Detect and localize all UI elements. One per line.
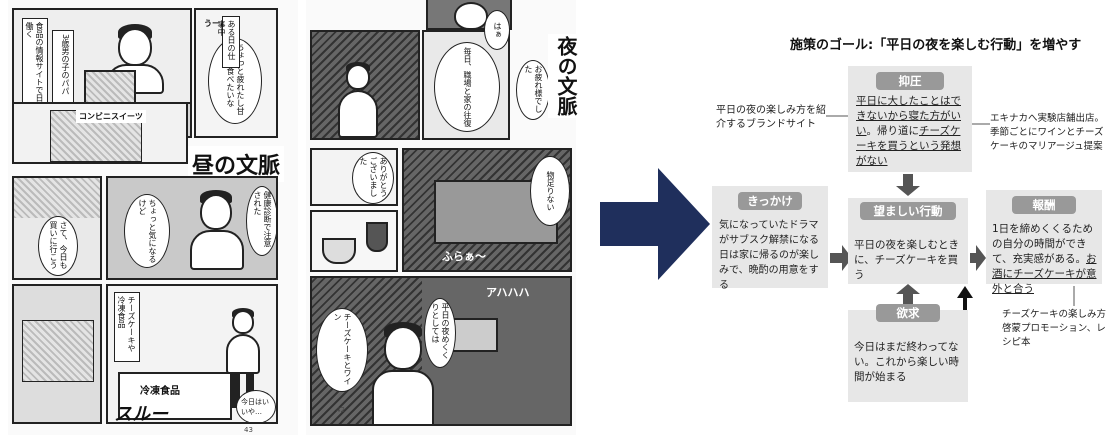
panel-walk: さて、今日も買いに行こう xyxy=(12,176,102,280)
laptop xyxy=(84,70,136,104)
manga-page-night: ある日の仕事中 毎日、職場と家の往復 はぁ お疲れ様でした 夜の文脈 ありがとう… xyxy=(217,0,585,435)
relaxing-worker xyxy=(372,322,434,424)
caption-time: ある日の仕事中 xyxy=(217,16,240,68)
sfx-mutter: うーん xyxy=(204,18,228,29)
bubble-wine: チーズケーキとワイン xyxy=(316,308,368,392)
text-trigger: 気になっていたドラマがサブスク解禁になる日は家に帰るのが楽しみで、晩酌の用意をす… xyxy=(719,220,819,291)
sfx-pass: スルー xyxy=(114,404,168,424)
label-desire: 欲求 xyxy=(876,304,940,322)
page-number-left: 43 xyxy=(244,426,253,434)
bubble-again: さて、今日も買いに行こう xyxy=(38,216,78,276)
wine-glass xyxy=(366,222,388,252)
freezer-case xyxy=(118,372,232,420)
label-behavior: 望ましい行動 xyxy=(860,202,956,220)
bubble-cheese: ちょっと気になるけど xyxy=(124,194,170,268)
bubble-package: 物足りない xyxy=(530,156,570,226)
label-trigger: きっかけ xyxy=(738,192,802,210)
box-desire: 欲求 今日はまだ終わってない。これから楽しい時間が始まる xyxy=(848,304,968,402)
label-sweets: コンビニスイーツ xyxy=(76,110,146,123)
bubble-think: 健康診断で注意された xyxy=(246,186,276,256)
dessert-cup xyxy=(322,238,356,264)
text-reward: 1日を締めくくるための自分の時間ができて、充実感がある。お酒にチーズケーキが意外… xyxy=(992,222,1098,297)
transition-arrow xyxy=(600,168,710,280)
manga-spread: 食品の情報サイトで日々働く 3歳男の子のパパ ちょっと疲れたし甘いもん食べたいな… xyxy=(8,0,598,435)
panel-freezer-case xyxy=(12,284,102,424)
sfx-wander: ふらぁ〜 xyxy=(442,250,486,263)
reward-text-segment: 1日を締めくくるための自分の時間ができて、充実感がある。 xyxy=(992,223,1093,265)
suppress-text-segment: チーズケーキを買うという発想がない xyxy=(856,125,961,167)
label-reward: 報酬 xyxy=(1012,196,1076,214)
panel-sweets: コンビニスイーツ xyxy=(12,102,188,164)
bubble-today: 今日はいいや… xyxy=(236,390,276,422)
note-station-shop: エキナカへ実験店舗出店。季節ごとにワインとチーズケーキのマリアージュ提案 xyxy=(990,113,1105,152)
reward-text-segment: お酒にチーズケーキが意外と合う xyxy=(992,253,1097,295)
box-trigger: きっかけ 気になっていたドラマがサブスク解禁になる日は家に帰るのが楽しみで、晩酌… xyxy=(712,186,828,291)
panel-think: ちょっと気になるけど 健康診断で注意された xyxy=(106,176,278,280)
text-behavior: 平日の夜を楽しむときに、チーズケーキを買う xyxy=(854,239,959,281)
panel-hesitate: 毎日、職場と家の往復 xyxy=(422,30,510,140)
panel-dessert xyxy=(310,210,398,272)
freezer-goods xyxy=(22,320,94,382)
commuter xyxy=(338,62,378,138)
caption-freezer: チーズケーキや冷凍食品 xyxy=(114,292,140,362)
freezer-label: 冷凍食品 xyxy=(140,386,180,397)
suppress-text-segment: 。帰り道に xyxy=(866,125,920,137)
box-reward: 報酬 1日を締めくくるための自分の時間ができて、充実感がある。お酒にチーズケーキ… xyxy=(986,190,1102,295)
thinking-worker xyxy=(190,190,246,270)
bubble-greeting: お疲れ様でした xyxy=(516,60,550,120)
text-desire: 今日はまだ終わってない。これから楽しい時間が始まる xyxy=(854,341,959,383)
bubble-hesitate: 毎日、職場と家の往復 xyxy=(434,42,500,132)
panel-home: アハハハ 平日の夜めくくりとしては チーズケーキとワイン xyxy=(310,276,572,426)
box-behavior: 望ましい行動 平日の夜を楽しむときに、チーズケーキを買う xyxy=(848,198,968,284)
panel-leaving xyxy=(310,30,420,140)
box-suppress: 抑圧 平日に大したことはできないから寝た方がいい。帰り道にチーズケーキを買うとい… xyxy=(848,66,972,172)
bubble-enjoy: 平日の夜めくくりとしては xyxy=(424,298,456,368)
panel-store-night: 物足りない ふらぁ〜 xyxy=(402,148,572,272)
title-night-context: 夜の文脈 xyxy=(548,34,585,118)
sfx-laugh: アハハハ xyxy=(486,286,530,299)
panel-pass-by: チーズケーキや冷凍食品 冷凍食品 スルー 今日はいいや… xyxy=(106,284,278,424)
bubble-sigh: はぁ xyxy=(484,10,510,50)
suppress-text-segment: 平日に大したことはできないから寝た方がいい xyxy=(856,95,961,137)
note-promotion: チーズケーキの楽しみ方啓蒙プロモーション、レシピ本 xyxy=(1002,309,1107,348)
diagram-title: 施策のゴール:「平日の夜を楽しむ行動」を増やす xyxy=(790,38,1082,53)
manga-page-day: 食品の情報サイトで日々働く 3歳男の子のパパ ちょっと疲れたし甘いもん食べたいな… xyxy=(8,0,298,435)
page-number-right: 42 xyxy=(336,406,345,414)
note-brand-site: 平日の夜の楽しみ方を紹介するブランドサイト xyxy=(716,105,826,130)
text-suppress: 平日に大したことはできないから寝た方がいい。帰り道にチーズケーキを買うという発想… xyxy=(856,94,968,169)
panel-bag: ありがとうございました xyxy=(310,148,398,206)
bubble-thanks: ありがとうございました xyxy=(352,152,394,204)
label-suppress: 抑圧 xyxy=(876,72,944,90)
